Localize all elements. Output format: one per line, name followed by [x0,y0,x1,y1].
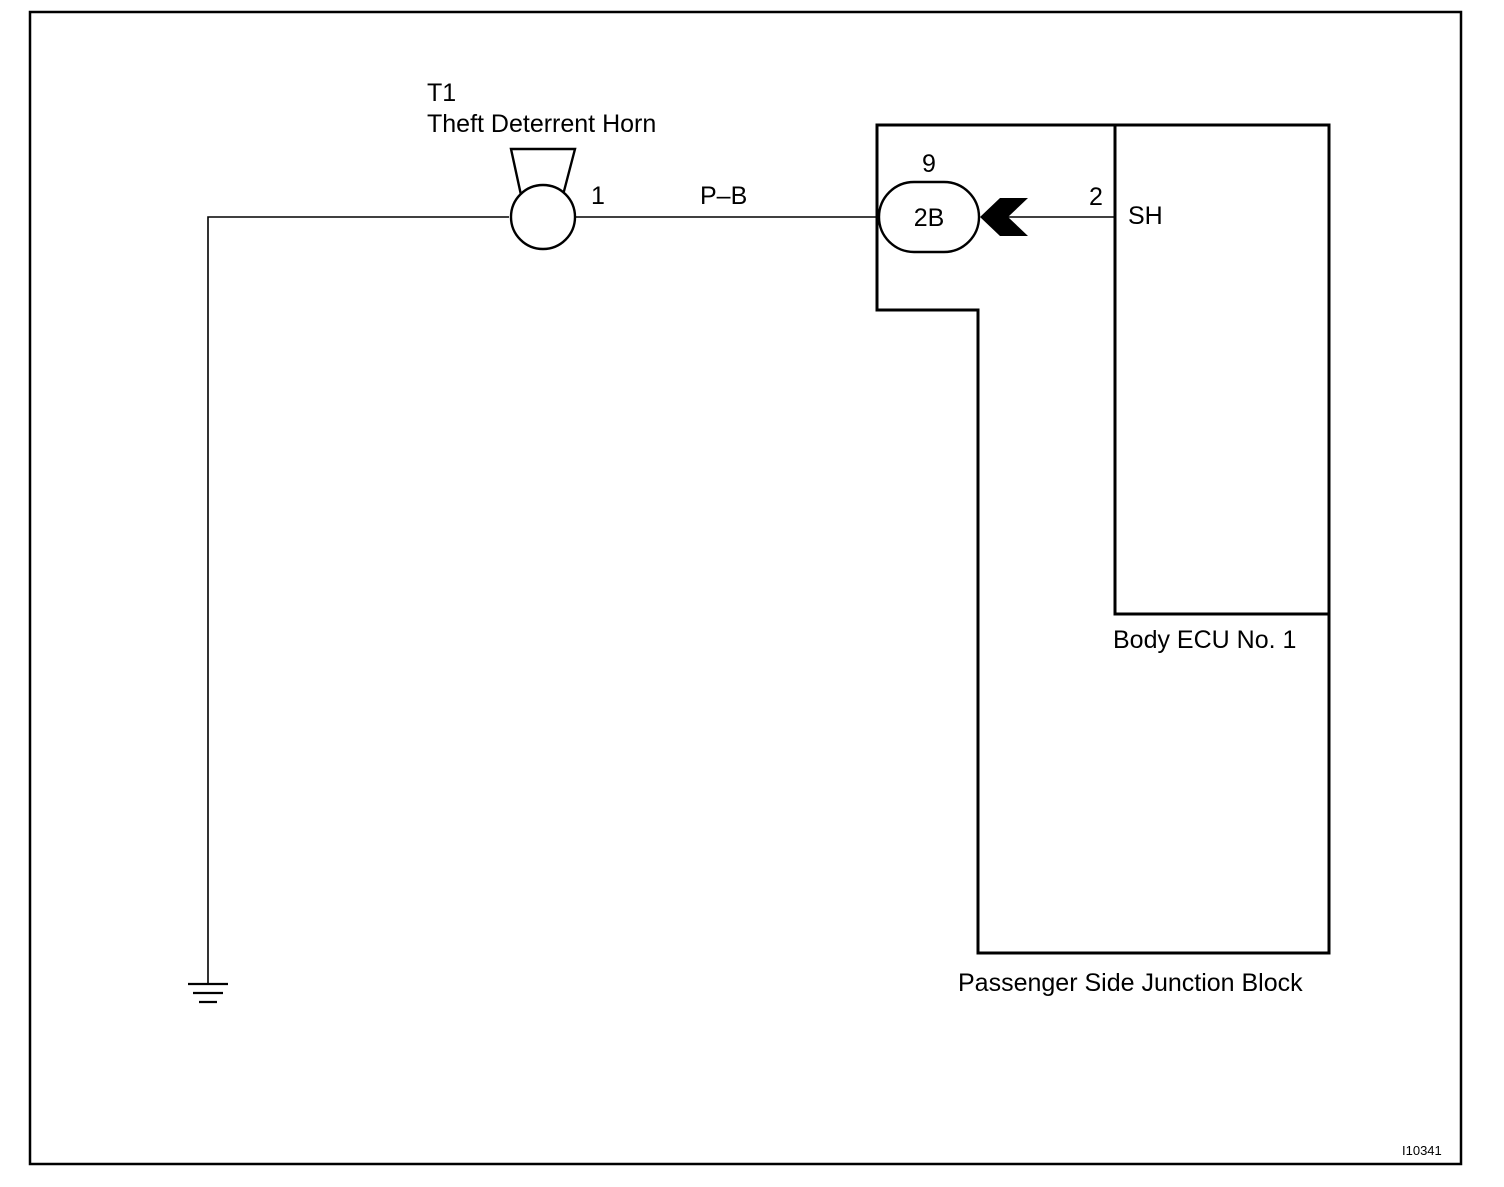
connector-pin-label: 9 [922,150,936,178]
horn-icon [509,147,577,251]
junction-block-label: Passenger Side Junction Block [958,969,1303,997]
connector-code-label: 2B [914,204,945,232]
ecu-name-label: Body ECU No. 1 [1113,626,1296,654]
connector-arrow-icon [980,198,1028,236]
figure-id-label: I10341 [1402,1143,1442,1158]
horn-pin-label: 1 [591,182,605,210]
ecu-pin-label: 2 [1089,183,1103,211]
connector-2b [877,180,981,254]
ecu-terminal-label: SH [1128,202,1163,230]
horn-code-label: T1 [427,79,456,107]
ground-wire [207,216,509,983]
horn-name-label: Theft Deterrent Horn [427,110,656,138]
body-ecu-box [1113,123,1331,616]
wire-color-label: P–B [700,182,747,210]
ground-symbol-icon [188,982,228,1004]
diagram-frame [28,10,1463,1166]
